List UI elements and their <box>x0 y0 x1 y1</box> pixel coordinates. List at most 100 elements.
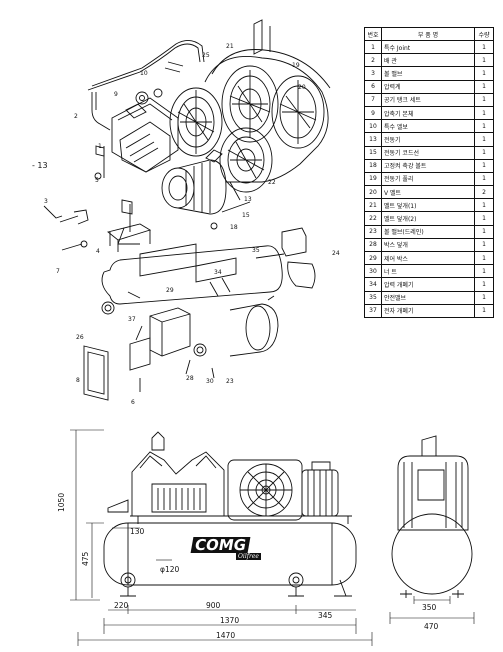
cell-no: 30 <box>364 264 382 279</box>
cell-no: 13 <box>364 132 382 147</box>
cell-name: 전동기 <box>380 132 476 147</box>
callout-23: 23 <box>226 378 234 385</box>
fan-guard-4 <box>219 127 273 193</box>
callout-21: 21 <box>226 43 234 50</box>
cell-name: 특수 엘보 <box>380 119 476 134</box>
cell-name: 전동기 코드선 <box>380 145 476 160</box>
cell-qty: 1 <box>474 132 494 147</box>
cell-qty: 1 <box>474 224 494 239</box>
cell-no: 29 <box>364 250 382 266</box>
callout-37: 37 <box>128 316 136 323</box>
cell-name: 특수 Joint <box>380 39 476 55</box>
cell-name: 압력계 <box>380 79 476 94</box>
callout-10: 10 <box>140 70 148 77</box>
cell-no: 22 <box>364 211 382 226</box>
cell-name: 전동기 풀리 <box>380 171 476 187</box>
cell-qty: 1 <box>474 39 494 55</box>
cell-qty: 1 <box>474 119 494 134</box>
callout-6: 6 <box>131 399 135 406</box>
callout-20: 20 <box>298 84 306 91</box>
dim-tank-dia: φ120 <box>160 565 179 574</box>
cell-no: 6 <box>364 79 382 94</box>
callout-18: 18 <box>230 224 238 231</box>
parts-table-header: 번호 부 품 명 수량 <box>364 27 494 41</box>
callout-2: 2 <box>74 113 78 120</box>
header-qty: 수량 <box>474 27 494 41</box>
cell-qty: 1 <box>474 198 494 213</box>
cell-name: 고정켜 축강 볼트 <box>380 158 476 173</box>
dim-small-height: 130 <box>130 527 145 536</box>
cell-name: 전자 개폐기 <box>380 303 476 318</box>
cell-name: V 벨트 <box>380 185 476 200</box>
cell-no: 28 <box>364 237 382 253</box>
cell-name: 벨트 덮개(2) <box>380 211 476 226</box>
cell-qty: 1 <box>474 79 494 94</box>
callout-34: 34 <box>214 269 222 276</box>
cell-name: 안전밸브 <box>380 290 476 305</box>
callout-19: 19 <box>292 62 300 69</box>
dimension-labels: 1050 475 130 φ120 220 900 345 1370 1470 … <box>57 493 439 640</box>
compressor-body <box>111 97 179 173</box>
cell-name: 볼 밸브 <box>380 66 476 81</box>
callout-24: 24 <box>332 250 340 257</box>
cell-no: 7 <box>364 92 382 107</box>
callout-29: 29 <box>166 287 174 294</box>
cell-no: 9 <box>364 105 382 121</box>
motor-body <box>177 159 227 215</box>
callout-1: 1 <box>98 143 102 150</box>
dim-tank-height: 475 <box>81 551 90 566</box>
callout-8: 8 <box>76 377 80 384</box>
dim-tank-length: 1370 <box>220 616 239 625</box>
tank-top-line <box>103 245 267 273</box>
cell-no: 10 <box>364 119 382 134</box>
callout-9: 9 <box>114 91 118 98</box>
cell-name: 압축기 본체 <box>380 105 476 121</box>
fan-guard-2 <box>221 65 279 143</box>
front-elevation <box>70 429 475 646</box>
brand-sub: Oilfree <box>236 553 261 560</box>
dim-overall-length: 1470 <box>216 631 235 640</box>
callout-30: 30 <box>206 378 214 385</box>
cell-name: 볼 밸브(드레인) <box>380 224 476 239</box>
cell-qty: 1 <box>474 250 494 266</box>
callout-35: 35 <box>252 247 260 254</box>
cell-name: 너 트 <box>380 264 476 279</box>
cell-qty: 1 <box>474 264 494 279</box>
cell-name: 벨트 덮개(1) <box>380 198 476 213</box>
callout-7: 7 <box>56 268 60 275</box>
cell-no: 18 <box>364 158 382 173</box>
callout-5: 5 <box>95 177 99 184</box>
cell-qty: 1 <box>474 237 494 253</box>
pipe-part <box>91 92 111 131</box>
callout-15: 15 <box>242 212 250 219</box>
box-cover <box>83 345 109 401</box>
side-body <box>397 455 469 531</box>
cell-no: 21 <box>364 198 382 213</box>
cell-no: 20 <box>364 185 382 200</box>
cell-name: 공기 탱크 세트 <box>380 92 476 107</box>
cell-no: 35 <box>364 290 382 305</box>
cell-qty: 1 <box>474 290 494 305</box>
cell-no: 3 <box>364 66 382 81</box>
tank-outline <box>103 522 357 586</box>
motor-face <box>161 167 195 209</box>
cell-no: 2 <box>364 53 382 68</box>
callout-26: 26 <box>76 334 84 341</box>
cell-name: 제어 박스 <box>380 250 476 266</box>
